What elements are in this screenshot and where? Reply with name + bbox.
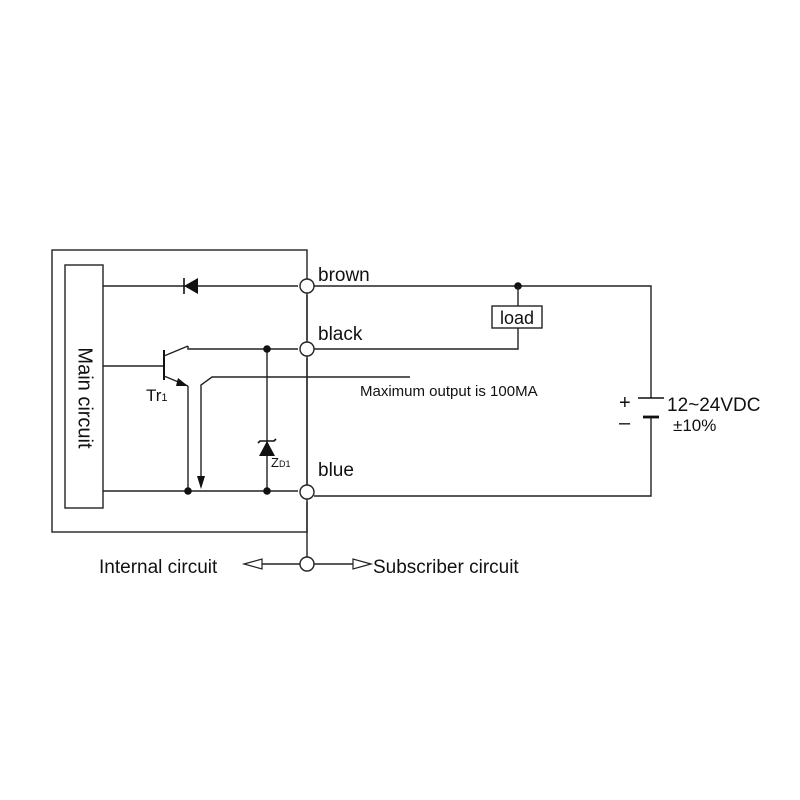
supply-tolerance: ±10%: [673, 416, 716, 435]
black-terminal: [299, 341, 315, 357]
battery-icon: [638, 397, 664, 419]
current-flow-arrow: [197, 376, 410, 489]
black-external-wire: [314, 328, 519, 350]
black-label: black: [318, 324, 363, 345]
load-box: [491, 305, 543, 329]
supply-voltage: 12~24VDC: [667, 395, 760, 416]
junction-dot: [263, 345, 271, 353]
junction-dot: [263, 487, 271, 495]
subscriber-circuit-label: Subscriber circuit: [373, 557, 519, 578]
battery-plus: +: [619, 392, 631, 414]
left-arrow-icon: [241, 558, 300, 570]
transistor-label: Tr1: [146, 386, 168, 405]
blue-external-wire: [314, 417, 652, 497]
brown-label: brown: [318, 265, 370, 286]
zener-label: ZD1: [271, 455, 290, 470]
black-internal-wire: [187, 346, 298, 350]
brown-external-wire: [314, 285, 652, 398]
blue-terminal: [299, 484, 315, 500]
blue-label: blue: [318, 460, 354, 481]
junction-dot: [184, 487, 192, 495]
right-arrow-icon: [314, 558, 374, 570]
battery-minus: –: [619, 412, 631, 434]
zener-diode-icon: [257, 438, 277, 456]
internal-circuit-label: Internal circuit: [99, 557, 218, 578]
main-circuit-label: Main circuit: [74, 347, 96, 449]
boundary-terminal: [299, 556, 315, 572]
max-output-note: Maximum output is 100MA: [360, 383, 538, 400]
diode-icon: [183, 278, 198, 294]
brown-terminal: [299, 278, 315, 294]
load-label: load: [500, 308, 534, 328]
main-circuit-block: [64, 264, 104, 509]
transistor-icon: [103, 345, 189, 491]
